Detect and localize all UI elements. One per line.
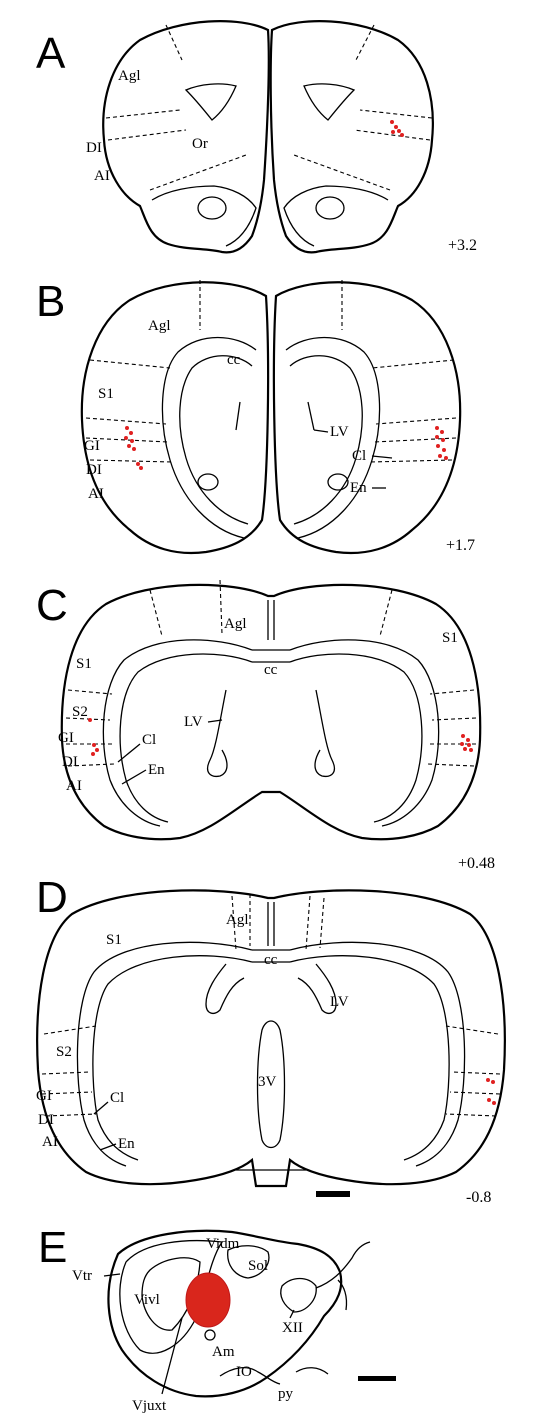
panel-e-label-sol: Sol: [248, 1258, 268, 1274]
panel-d-label-ai: AI: [42, 1134, 58, 1150]
panel-b-label-en: En: [350, 480, 367, 496]
panel-e-lesion: [186, 1273, 230, 1327]
panel-e-label-vidm: Vidm: [206, 1236, 240, 1252]
panel-c-label-cl: Cl: [142, 732, 156, 748]
panel-e: E Vidm Sol Vtr Vivl XII Am IO py Vjuxt: [38, 1223, 396, 1414]
panel-b-label-gi: GI: [84, 438, 100, 454]
panel-e-label-vivl: Vivl: [134, 1292, 160, 1308]
panel-c-label-di: DI: [62, 754, 78, 770]
panel-e-scale-bar: [358, 1376, 396, 1381]
panel-c-label-cc: cc: [264, 662, 278, 678]
panel-b-label-ai: AI: [88, 486, 104, 502]
panel-c-label-lv: LV: [184, 714, 203, 730]
panel-e-label-xii: XII: [282, 1320, 303, 1336]
panel-c-coordinate: +0.48: [458, 855, 495, 872]
panel-a: A Agl Or DI AI +3.2: [36, 21, 477, 254]
panel-c-label-s1-left: S1: [76, 656, 92, 672]
panel-e-label-vjuxt: Vjuxt: [132, 1398, 167, 1414]
panel-c-brain-outline: [62, 585, 480, 839]
panel-a-coordinate: +3.2: [448, 237, 477, 254]
panel-b-label-lv: LV: [330, 424, 349, 440]
panel-d-label-lv: LV: [330, 994, 349, 1010]
panel-d-coordinate: -0.8: [466, 1189, 491, 1206]
panel-d-label-di: DI: [38, 1112, 54, 1128]
panel-b-letter: B: [36, 277, 65, 326]
panel-a-label-ai: AI: [94, 168, 110, 184]
panel-c-label-s1-right: S1: [442, 630, 458, 646]
panel-a-label-or: Or: [192, 136, 208, 152]
panel-b-right-hemisphere: [274, 282, 460, 553]
panel-c-label-s2: S2: [72, 704, 88, 720]
panel-c-label-ai: AI: [66, 778, 82, 794]
panel-d-label-en: En: [118, 1136, 135, 1152]
panel-d-label-cc: cc: [264, 952, 278, 968]
panel-b-left-hemisphere: [82, 282, 268, 553]
panel-d: D Agl S1 cc LV S2 3V GI Cl: [36, 873, 505, 1206]
panel-b-label-di: DI: [86, 462, 102, 478]
panel-e-label-io: IO: [236, 1364, 252, 1380]
panel-b-label-cc: cc: [227, 352, 241, 368]
panel-d-label-cl: Cl: [110, 1090, 124, 1106]
panel-a-label-agl: Agl: [118, 68, 141, 84]
panel-b: B Agl cc S1 GI: [36, 277, 475, 554]
panel-e-label-am: Am: [212, 1344, 235, 1360]
panel-d-label-s2: S2: [56, 1044, 72, 1060]
panel-e-label-py: py: [278, 1386, 294, 1402]
panel-b-coordinate: +1.7: [446, 537, 475, 554]
panel-b-label-agl: Agl: [148, 318, 171, 334]
panel-b-label-cl: Cl: [352, 448, 366, 464]
panel-c-letter: C: [36, 581, 68, 630]
panel-c-label-en: En: [148, 762, 165, 778]
panel-a-left-hemisphere: [103, 21, 269, 252]
panel-d-scale-bar: [316, 1191, 350, 1197]
panel-c-label-agl: Agl: [224, 616, 247, 632]
panel-c: C Agl cc S1 S1 LV S2: [36, 580, 495, 872]
panel-d-label-agl: Agl: [226, 912, 249, 928]
panel-d-letter: D: [36, 873, 68, 922]
panel-d-label-s1: S1: [106, 932, 122, 948]
panel-e-label-vtr: Vtr: [72, 1268, 92, 1284]
panel-a-label-di: DI: [86, 140, 102, 156]
panel-b-label-s1: S1: [98, 386, 114, 402]
panel-c-label-gi: GI: [58, 730, 74, 746]
panel-e-letter: E: [38, 1223, 67, 1272]
panel-a-letter: A: [36, 29, 66, 78]
panel-d-label-3v: 3V: [258, 1074, 277, 1090]
panel-d-label-gi: GI: [36, 1088, 52, 1104]
